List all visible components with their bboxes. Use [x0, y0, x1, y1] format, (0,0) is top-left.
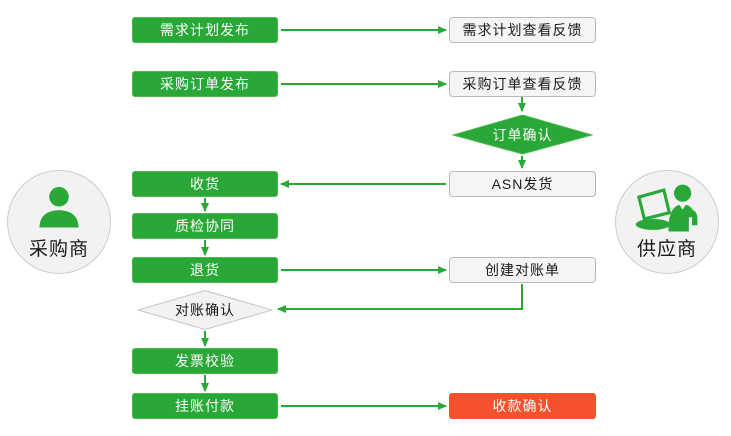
decision-reconciliation-confirm-label: 对账确认 — [175, 302, 235, 318]
step-book-payment: 挂账付款 — [132, 393, 278, 419]
actor-buyer-label: 采购商 — [28, 239, 89, 260]
step-quality-collaboration: 质检协同 — [132, 213, 278, 239]
arrow-statement-to-reconciliation — [277, 284, 523, 313]
diamond-shape — [452, 115, 593, 155]
step-receive-goods: 收货 — [132, 171, 278, 197]
step-purchase-order-feedback: 采购订单查看反馈 — [449, 71, 596, 97]
step-purchase-order-publish: 采购订单发布 — [132, 71, 278, 97]
actor-supplier-label: 供应商 — [636, 239, 697, 260]
decision-reconciliation-confirm: 对账确认 — [137, 290, 273, 330]
step-invoice-verification: 发票校验 — [132, 348, 278, 374]
step-return-goods: 退货 — [132, 257, 278, 283]
step-demand-plan-feedback: 需求计划查看反馈 — [449, 17, 596, 43]
actor-buyer: 采购商 — [7, 170, 111, 274]
decision-order-confirm-label: 订单确认 — [492, 127, 553, 143]
step-payment-receipt-confirm: 收款确认 — [449, 393, 596, 419]
step-create-statement: 创建对账单 — [449, 257, 596, 283]
diamond-shape — [137, 290, 273, 330]
buyer-person-icon — [39, 187, 79, 228]
supplier-laptop-icon — [635, 184, 698, 232]
step-asn-shipment: ASN发货 — [449, 171, 596, 197]
actor-supplier: 供应商 — [615, 170, 719, 274]
decision-order-confirm: 订单确认 — [452, 115, 593, 155]
step-demand-plan-publish: 需求计划发布 — [132, 17, 278, 43]
